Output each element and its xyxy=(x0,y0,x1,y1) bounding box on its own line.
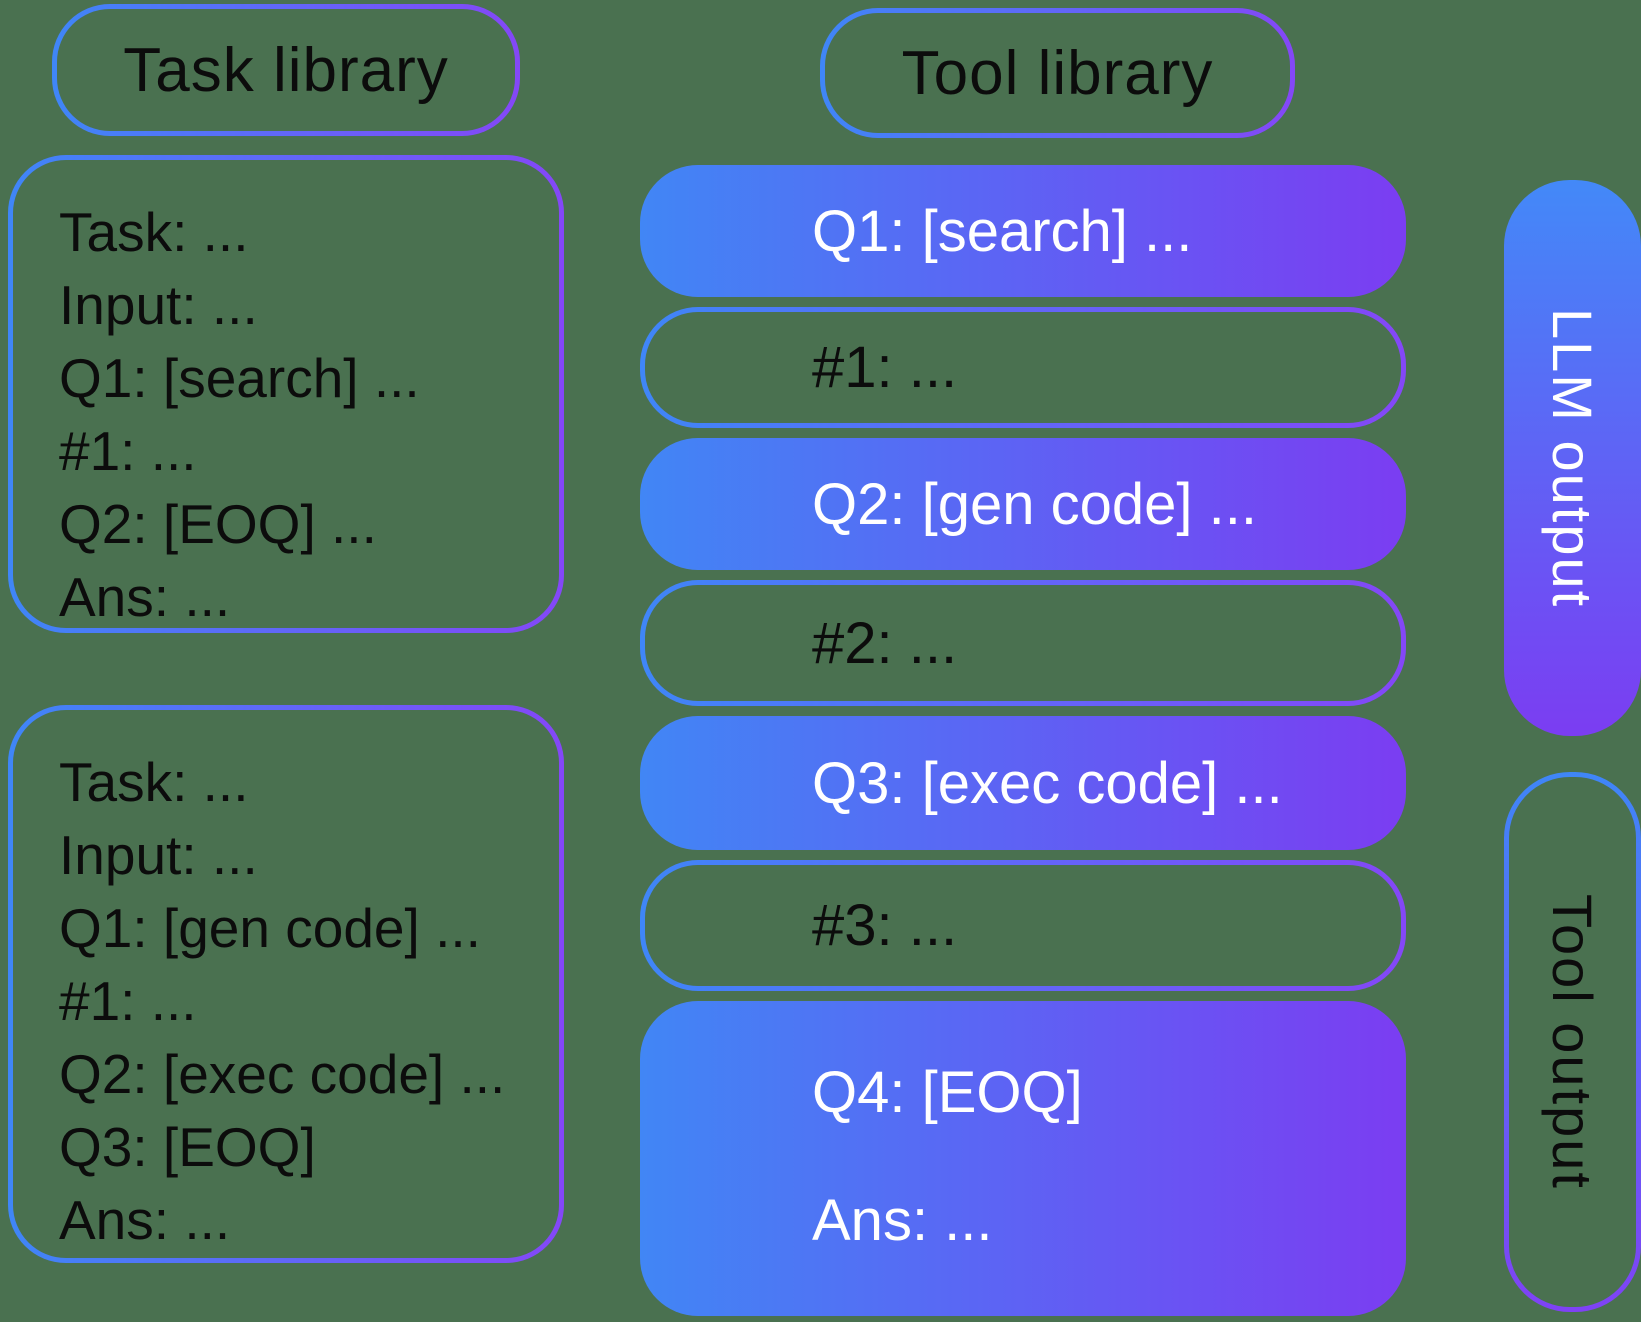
task-line: Input: ... xyxy=(59,824,258,886)
tool-step-3-label: #3: ... xyxy=(812,893,958,958)
tool-step-1-label: #1: ... xyxy=(812,335,958,400)
tool-output-label: Tool output xyxy=(1541,894,1604,1190)
task-example-1: Task: ... Input: ... Q1: [search] ... #1… xyxy=(8,155,564,633)
task-library-header: Task library xyxy=(52,4,520,136)
task-line: Q1: [gen code] ... xyxy=(59,897,481,959)
llm-step-q2: Q2: [gen code] ... xyxy=(640,438,1406,570)
llm-step-q3-label: Q3: [exec code] ... xyxy=(812,750,1283,816)
tool-library-header: Tool library xyxy=(820,8,1295,138)
llm-step-q4: Q4: [EOQ] Ans: ... xyxy=(640,1001,1406,1316)
task-example-2-lines: Task: ... Input: ... Q1: [gen code] ... … xyxy=(13,710,525,1257)
task-line: Q2: [EOQ] ... xyxy=(59,493,377,555)
llm-step-q1-label: Q1: [search] ... xyxy=(812,198,1193,264)
llm-step-q2-label: Q2: [gen code] ... xyxy=(812,471,1257,537)
task-line: Ans: ... xyxy=(59,1189,231,1251)
task-line: #1: ... xyxy=(59,420,197,482)
task-line: Q1: [search] ... xyxy=(59,347,420,409)
tool-step-1: #1: ... xyxy=(640,307,1406,428)
llm-output-pill: LLM output xyxy=(1504,180,1641,736)
task-line: Q3: [EOQ] xyxy=(59,1116,316,1178)
task-example-1-lines: Task: ... Input: ... Q1: [search] ... #1… xyxy=(13,160,440,634)
tool-step-2: #2: ... xyxy=(640,580,1406,706)
task-line: Task: ... xyxy=(59,201,249,263)
llm-output-label: LLM output xyxy=(1541,307,1604,609)
llm-step-q1: Q1: [search] ... xyxy=(640,165,1406,297)
tool-output-pill: Tool output xyxy=(1504,772,1641,1312)
tool-library-title: Tool library xyxy=(901,38,1214,108)
task-library-title: Task library xyxy=(123,35,449,105)
llm-step-q3: Q3: [exec code] ... xyxy=(640,716,1406,850)
llm-step-ans-label: Ans: ... xyxy=(812,1188,993,1253)
task-line: Input: ... xyxy=(59,274,258,336)
llm-step-q4-label: Q4: [EOQ] xyxy=(812,1060,1083,1125)
task-line: Task: ... xyxy=(59,751,249,813)
task-line: Q2: [exec code] ... xyxy=(59,1043,506,1105)
task-example-2: Task: ... Input: ... Q1: [gen code] ... … xyxy=(8,705,564,1263)
task-line: Ans: ... xyxy=(59,566,231,628)
tool-step-3: #3: ... xyxy=(640,860,1406,991)
tool-step-2-label: #2: ... xyxy=(812,610,958,676)
task-line: #1: ... xyxy=(59,970,197,1032)
